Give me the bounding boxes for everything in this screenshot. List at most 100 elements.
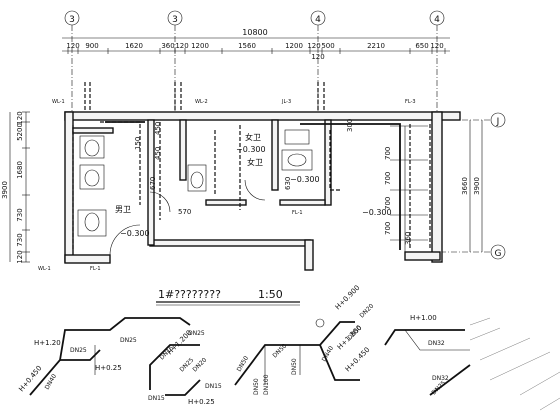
dimension-text: 450 — [154, 122, 162, 135]
pipe-size: DN100 — [263, 374, 270, 395]
pipe-size: DN50 — [236, 355, 251, 373]
dimension-text: 900 — [85, 42, 98, 50]
riser-tag: WL-1 — [38, 266, 51, 272]
pipe-size: DN20 — [358, 302, 375, 319]
height-mark: H+1.00 — [410, 314, 437, 322]
dimension-text: 700 — [384, 197, 392, 210]
height-mark: H+0.900 — [334, 284, 362, 312]
dimension-text: 700 — [384, 147, 392, 160]
toilet-icon — [79, 135, 105, 159]
room-name: 男卫 — [115, 205, 131, 214]
level-mark: −0.300 — [362, 208, 392, 217]
dimension-text: 3900 — [473, 177, 481, 195]
pipe-size: DN25 — [188, 330, 205, 337]
drawing-title: 1#???????? 1:50 — [156, 288, 300, 306]
dimension-text: 5200 — [16, 123, 24, 141]
dimension-text: 120 — [175, 42, 188, 50]
pipe-size: DN25 — [120, 337, 137, 344]
right-dimensions: 3660 3900 J G — [440, 112, 506, 260]
height-mark: H+0.25 — [188, 398, 215, 406]
dimension-text: 120 — [16, 250, 24, 263]
axis-label: 3 — [69, 15, 75, 25]
riser-tag: JL-3 — [281, 99, 291, 105]
dimension-text: 1200 — [191, 42, 209, 50]
dimension-text: 1680 — [16, 161, 24, 179]
dimension-text: 650 — [415, 42, 428, 50]
plan-walls — [64, 111, 461, 271]
axis-label: 4 — [315, 15, 321, 25]
pipe-size: DN25 — [430, 379, 447, 396]
dimension-text: 120 — [16, 111, 24, 124]
dimension-text: 300 — [346, 119, 354, 132]
pipe-size: DN15 — [205, 383, 222, 390]
title-scale: 1:50 — [258, 288, 283, 301]
dimension-text: 120 — [430, 42, 443, 50]
title-name: 1#???????? — [158, 288, 221, 301]
toilet-icon — [77, 209, 107, 237]
riser-tag: FL-1 — [292, 210, 303, 216]
toilet-icon — [79, 164, 105, 190]
pipe-size: DN40 — [321, 345, 336, 363]
sink-icon — [284, 129, 310, 145]
room-labels: 男卫 女卫 女卫 −0.300 −0.300 −0.300 −0.300 — [115, 132, 392, 238]
riser-tags: WL-1 WL-2 JL-3 FL-3 FL-1 WL-1 FL-1 — [38, 99, 416, 272]
dimension-text: 150 — [134, 137, 142, 150]
fixtures — [77, 125, 428, 256]
dimension-text: 630 — [284, 177, 292, 190]
riser-tag: FL-1 — [90, 266, 101, 272]
riser-tag: FL-3 — [405, 99, 416, 105]
dimension-text: 3660 — [461, 177, 469, 195]
dimension-text: 700 — [384, 172, 392, 185]
dimension-text: 700 — [384, 222, 392, 235]
dimension-text: 2210 — [367, 42, 385, 50]
height-mark: H+0.450 — [344, 346, 372, 374]
isometric-diagram-c: H+0.900 H+1.200 H+0.450 DN50 DN50 DN100 … — [234, 284, 375, 395]
axis-bubble — [490, 112, 506, 128]
dimension-text: 730 — [16, 208, 24, 221]
dimension-text: 120 — [307, 42, 320, 50]
top-dimensions: 10800 120 900 1620 360 120 1200 1560 120… — [62, 28, 450, 61]
axis-label: G — [495, 249, 502, 259]
riser-tag: WL-1 — [52, 99, 65, 105]
pipe-size: DN50 — [291, 358, 298, 375]
pipe-size: DN25 — [70, 347, 87, 354]
axis-label: 4 — [434, 15, 440, 25]
left-dimensions: 3900 120 5200 1680 730 730 120 — [1, 111, 30, 264]
pipe-size: DN32 — [428, 340, 445, 347]
dimension-text: 570 — [178, 208, 191, 216]
axis-label: 3 — [172, 15, 178, 25]
height-mark: H+0.450 — [17, 364, 43, 393]
valve-icon — [315, 318, 325, 328]
level-mark: −0.300 — [120, 229, 150, 238]
isometric-diagram-d: H+1.00 DN32 DN32 DN25 — [384, 314, 560, 411]
axis-bubble — [490, 244, 506, 260]
dimension-text: 1620 — [125, 42, 143, 50]
height-mark: H+1.20 — [34, 339, 61, 347]
room-name: 女卫 — [247, 157, 263, 167]
dimension-text: 360 — [161, 42, 174, 50]
level-mark: −0.300 — [290, 175, 320, 184]
dimension-text: 670 — [149, 177, 157, 190]
sink-icon — [281, 149, 313, 171]
top-axis-bubbles: 3 3 4 4 — [64, 10, 445, 112]
axis-label: J — [496, 117, 500, 127]
door-swing — [244, 179, 266, 201]
level-mark: −0.300 — [236, 145, 266, 154]
pipe-size: DN20 — [191, 356, 208, 373]
riser-tag: WL-2 — [195, 99, 208, 105]
door-swing — [149, 191, 171, 213]
pipe-size: DN32 — [432, 375, 449, 382]
room-name: 女卫 — [245, 132, 261, 142]
dimension-text: 450 — [154, 147, 162, 160]
dimension-text: 1560 — [238, 42, 256, 50]
height-mark: H+0.25 — [95, 364, 122, 372]
dimension-text: 360 — [404, 232, 412, 245]
dimension-text: 500 — [321, 42, 334, 50]
overall-dimension: 10800 — [242, 28, 267, 37]
dimension-text: 120 — [66, 42, 79, 50]
dimension-text: 3900 — [1, 181, 9, 199]
dimension-text: 730 — [16, 233, 24, 246]
dimension-text: 1200 — [285, 42, 303, 50]
door-swing — [109, 224, 141, 256]
